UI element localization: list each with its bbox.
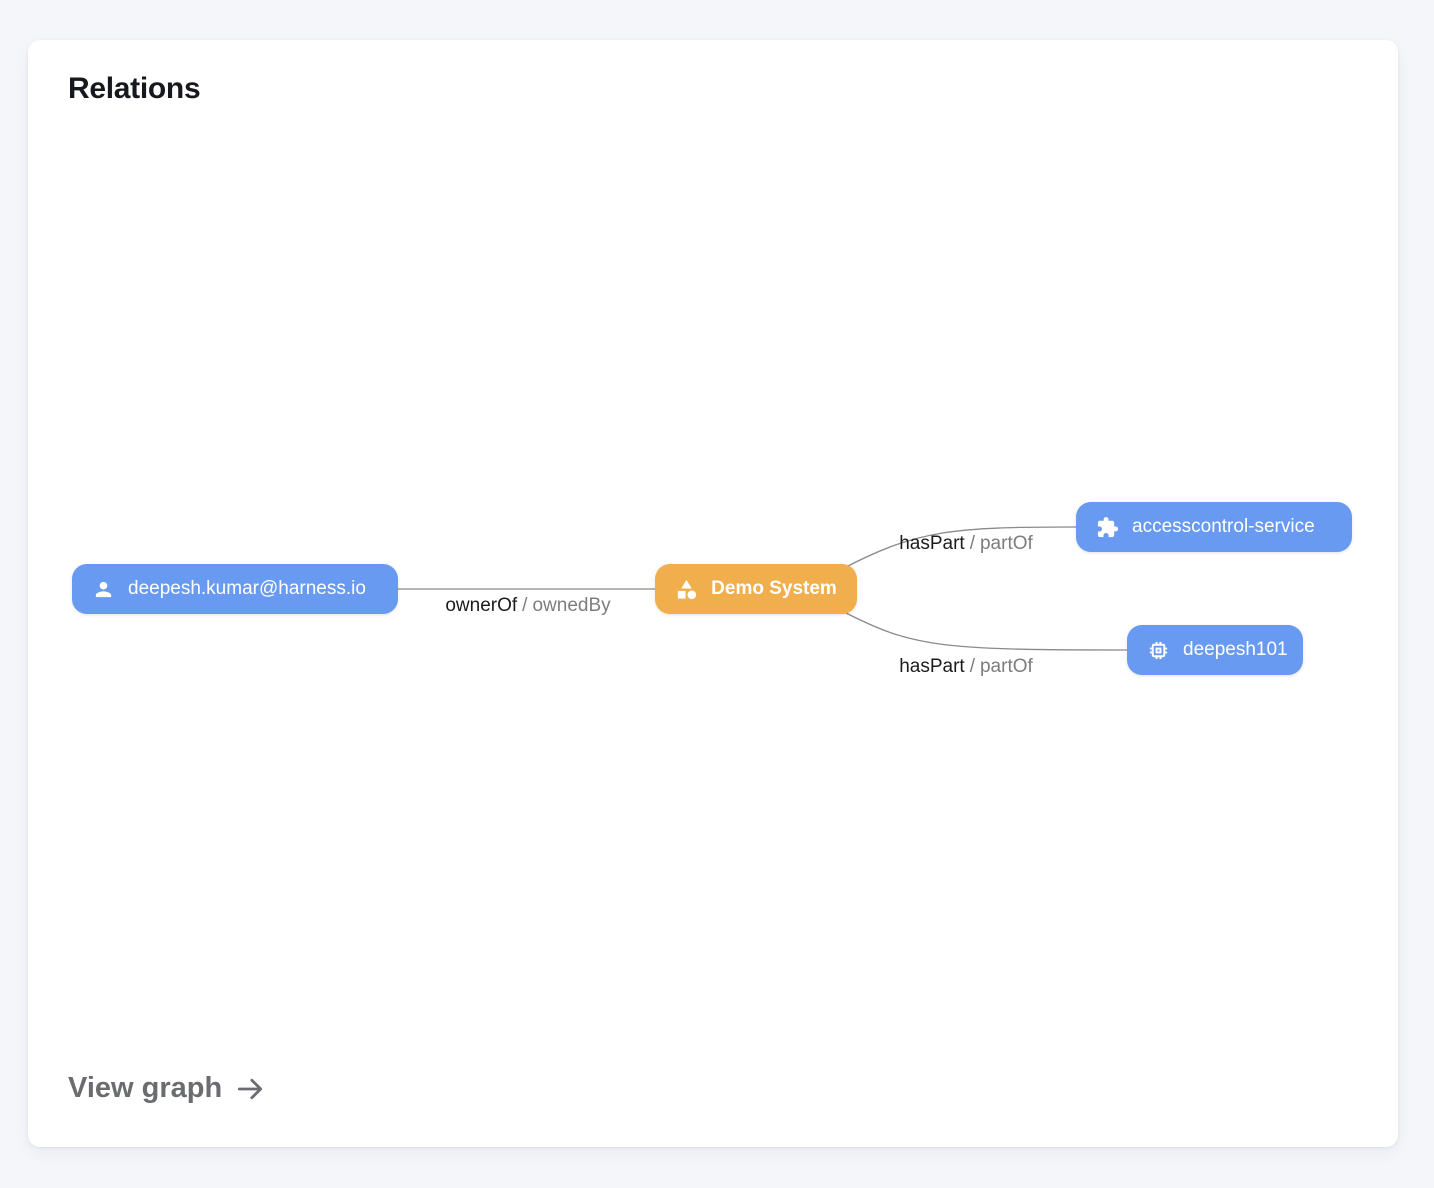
relations-card: Relations ownerOf/ownedBy hasPart/partOf…	[28, 40, 1398, 1147]
view-graph-link[interactable]: View graph	[68, 1072, 266, 1105]
edge-label-secondary: partOf	[979, 533, 1033, 554]
arrow-right-icon	[238, 1078, 263, 1099]
graph-node-user[interactable]: deepesh.kumar@harness.io	[72, 564, 398, 614]
edge-label-separator: /	[969, 533, 975, 554]
node-label: Demo System	[711, 578, 837, 599]
user-icon	[92, 578, 115, 601]
node-label: deepesh.kumar@harness.io	[128, 578, 366, 599]
extension-icon	[1096, 516, 1119, 539]
node-label: accesscontrol-service	[1132, 516, 1315, 537]
edge-haspart-bottom	[843, 611, 1128, 651]
memory-icon	[1147, 639, 1170, 662]
relations-graph: ownerOf/ownedBy hasPart/partOf hasPart/p…	[28, 40, 1398, 1147]
edge-label-secondary: partOf	[979, 656, 1033, 677]
edge-label-primary: hasPart	[899, 533, 965, 554]
edge-label-primary: hasPart	[899, 656, 965, 677]
node-label: deepesh101	[1183, 639, 1288, 660]
edge-label-separator: /	[522, 595, 528, 616]
graph-node-accesscontrol-service[interactable]: accesscontrol-service	[1076, 502, 1352, 552]
edge-haspart-top	[845, 526, 1077, 568]
graph-node-demo-system[interactable]: Demo System	[655, 564, 857, 614]
view-graph-label: View graph	[68, 1072, 223, 1104]
graph-edges	[398, 526, 1128, 651]
edge-label-secondary: ownedBy	[532, 595, 611, 616]
edge-label-haspart-top: hasPart/partOf	[899, 533, 1033, 555]
edge-label-haspart-bottom: hasPart/partOf	[899, 656, 1033, 678]
category-icon	[675, 578, 698, 601]
card-title: Relations	[68, 72, 201, 105]
edge-label-primary: ownerOf	[445, 595, 518, 616]
graph-node-deepesh101[interactable]: deepesh101	[1127, 625, 1303, 675]
edge-label-ownerof: ownerOf/ownedBy	[445, 595, 610, 617]
edge-label-separator: /	[969, 656, 975, 677]
